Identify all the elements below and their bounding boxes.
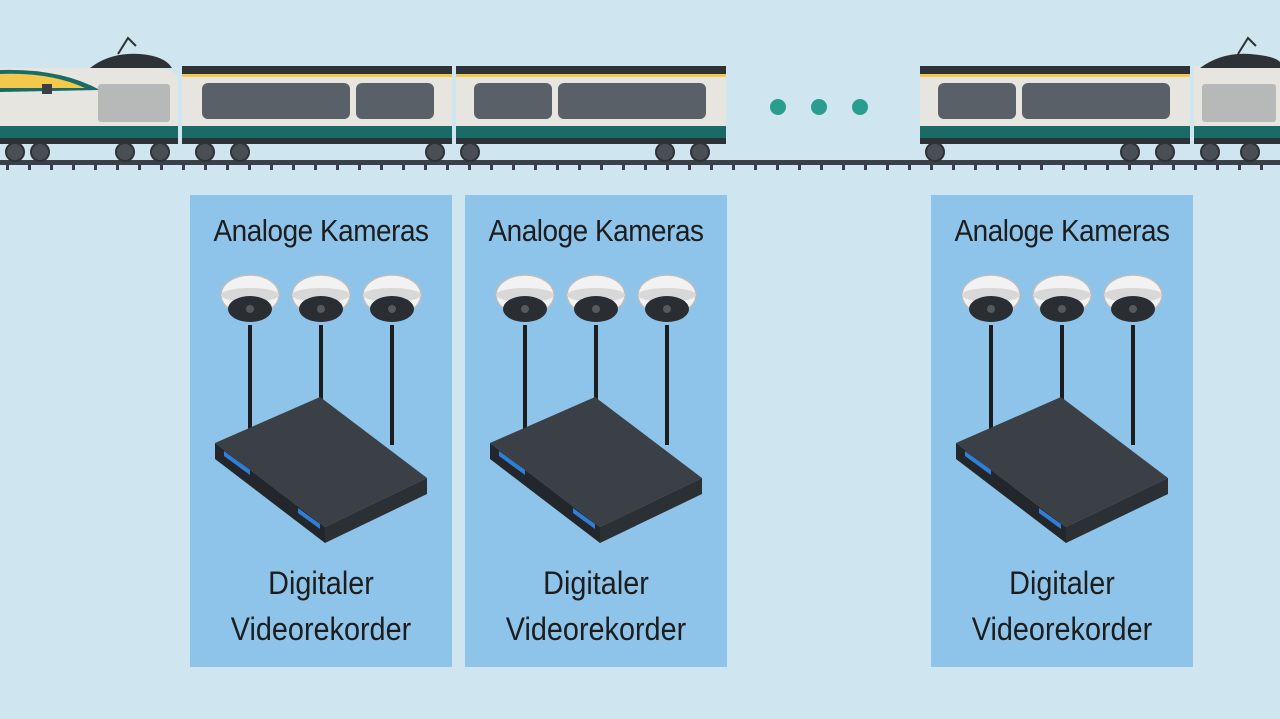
dome-camera-icon — [637, 274, 697, 322]
train-car-3 — [920, 66, 1190, 144]
caption-line-2: Videorekorder — [230, 611, 412, 647]
pantograph-left — [117, 36, 137, 55]
caption-line-1: Digitaler — [1009, 565, 1115, 601]
wheel-icon — [1200, 142, 1220, 162]
pantograph-right — [1237, 36, 1257, 55]
train-wheels — [5, 142, 1260, 162]
train-car-front-left — [0, 53, 178, 144]
dome-camera-icon — [961, 274, 1021, 322]
dome-camera-icon — [220, 274, 280, 322]
panel-title: Analoge Kameras — [488, 213, 704, 248]
dome-camera-icon — [1103, 274, 1163, 322]
train-car-1 — [182, 66, 452, 144]
caption-line-1: Digitaler — [543, 565, 649, 601]
wheel-icon — [195, 142, 215, 162]
rail-track — [0, 160, 1280, 170]
wheel-icon — [230, 142, 250, 162]
car-camera-panel-1: Analoge Kameras Digitaler Videorekorder — [190, 195, 452, 667]
dvr-recorder-icon — [490, 397, 702, 543]
wheel-icon — [1240, 142, 1260, 162]
dvr-recorder-icon — [215, 397, 427, 543]
panel-caption: Digitaler Videorekorder — [203, 560, 439, 652]
train-car-2 — [456, 66, 726, 144]
wheel-icon — [115, 142, 135, 162]
ellipsis-dots-icon — [770, 99, 868, 115]
caption-line-2: Videorekorder — [505, 611, 687, 647]
train-car-rear-right — [1194, 53, 1280, 144]
wheel-icon — [925, 142, 945, 162]
wheel-icon — [150, 142, 170, 162]
dome-camera-icon — [495, 274, 555, 322]
camera-recorder-diagram — [956, 274, 1168, 543]
wheel-icon — [655, 142, 675, 162]
caption-line-2: Videorekorder — [971, 611, 1153, 647]
wheel-icon — [690, 142, 710, 162]
wheel-icon — [460, 142, 480, 162]
wheel-icon — [425, 142, 445, 162]
car-camera-panel-3: Analoge Kameras Digitaler Videorekorder — [931, 195, 1193, 667]
dvr-recorder-icon — [956, 397, 1168, 543]
wheel-icon — [5, 142, 25, 162]
wheel-icon — [30, 142, 50, 162]
dome-camera-icon — [1032, 274, 1092, 322]
wheel-icon — [1120, 142, 1140, 162]
panel-title: Analoge Kameras — [954, 213, 1170, 248]
car-camera-panel-2: Analoge Kameras Digitaler Videorekorder — [465, 195, 727, 667]
dome-camera-icon — [291, 274, 351, 322]
dome-camera-icon — [362, 274, 422, 322]
dome-camera-icon — [566, 274, 626, 322]
panel-caption: Digitaler Videorekorder — [478, 560, 714, 652]
train-illustration — [0, 36, 1280, 170]
panel-title: Analoge Kameras — [213, 213, 429, 248]
wheel-icon — [1155, 142, 1175, 162]
camera-recorder-diagram — [490, 274, 702, 543]
panel-caption: Digitaler Videorekorder — [944, 560, 1180, 652]
caption-line-1: Digitaler — [268, 565, 374, 601]
camera-recorder-diagram — [215, 274, 427, 543]
